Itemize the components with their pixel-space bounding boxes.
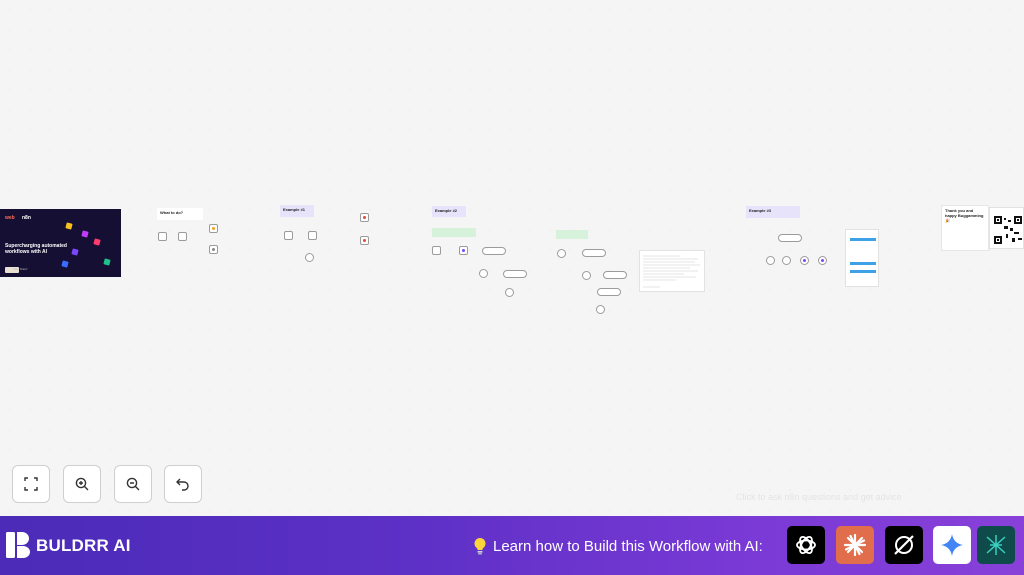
undo-icon — [176, 478, 189, 491]
gemini-sparkle-icon — [941, 534, 963, 556]
sticky-note-thanks[interactable]: Thank you and happy Buggamming 🎉 — [941, 205, 989, 251]
notes-panel[interactable] — [639, 250, 705, 292]
canvas-hint-text: Click to ask n8n questions and get advic… — [736, 492, 902, 502]
claude-button[interactable] — [836, 526, 874, 564]
workflow-node[interactable] — [360, 236, 369, 245]
title-brand-right: n8n — [22, 215, 31, 221]
workflow-node[interactable] — [158, 232, 167, 241]
perplexity-button[interactable] — [885, 526, 923, 564]
sticky-title: What to do? — [160, 210, 184, 215]
chat-preview-panel[interactable] — [845, 229, 879, 287]
learn-cta-text: Learn how to Build this Workflow with AI… — [493, 537, 763, 555]
fit-view-button[interactable] — [12, 465, 50, 503]
workflow-canvas[interactable]: web n8n Supercharging automated workflow… — [0, 0, 1024, 516]
workflow-node[interactable] — [782, 256, 791, 265]
learn-cta[interactable]: Learn how to Build this Workflow with AI… — [472, 537, 763, 555]
zoom-out-button[interactable] — [114, 465, 152, 503]
sticky-note-example-2[interactable]: Example #2 — [432, 206, 466, 217]
decor-gem — [103, 258, 111, 266]
workflow-node[interactable] — [459, 246, 468, 255]
workflow-node[interactable] — [582, 271, 591, 280]
sticky-title: Example #1 — [283, 207, 306, 212]
chat-bubble — [850, 270, 876, 273]
workflow-node[interactable] — [209, 224, 218, 233]
workflow-node[interactable] — [360, 213, 369, 222]
buldrr-logo-icon — [6, 532, 30, 558]
workflow-node[interactable] — [482, 247, 506, 255]
lightbulb-icon — [474, 537, 486, 555]
zoom-out-icon — [126, 477, 140, 491]
text-lines-icon — [643, 255, 700, 288]
maximize-icon — [24, 477, 38, 491]
sticky-title: Example #2 — [435, 208, 458, 213]
workflow-node[interactable] — [432, 246, 441, 255]
chatgpt-icon — [796, 535, 816, 555]
decor-gem — [65, 222, 73, 230]
sticky-note-green[interactable] — [432, 228, 476, 237]
workflow-node[interactable] — [503, 270, 527, 278]
zoom-in-icon — [75, 477, 89, 491]
workflow-node[interactable] — [597, 288, 621, 296]
workflow-node[interactable] — [305, 253, 314, 262]
title-card: web n8n Supercharging automated workflow… — [0, 209, 121, 277]
workflow-node[interactable] — [479, 269, 488, 278]
reset-zoom-button[interactable] — [164, 465, 202, 503]
sticky-note-what[interactable]: What to do? — [157, 208, 203, 220]
workflow-node[interactable] — [284, 231, 293, 240]
workflow-node[interactable] — [778, 234, 802, 242]
decor-gem — [61, 260, 69, 268]
workflow-node[interactable] — [505, 288, 514, 297]
sticky-note-example-1[interactable]: Example #1 — [280, 205, 314, 217]
qr-code-panel — [989, 207, 1024, 249]
workflow-node[interactable] — [818, 256, 827, 265]
decor-gem — [81, 230, 89, 238]
author-name: Max Tkacz — [13, 267, 28, 271]
workflow-node[interactable] — [308, 231, 317, 240]
manus-icon — [986, 535, 1006, 555]
perplexity-icon — [894, 535, 914, 555]
sticky-note-green[interactable] — [556, 230, 588, 239]
chat-bubble — [850, 262, 876, 265]
chat-bubble — [850, 238, 876, 241]
title-brand-left: web — [5, 215, 15, 221]
workflow-node[interactable] — [209, 245, 218, 254]
sticky-note-example-3[interactable]: Example #3 — [746, 206, 800, 218]
workflow-node[interactable] — [582, 249, 606, 257]
workflow-node[interactable] — [557, 249, 566, 258]
chatgpt-button[interactable] — [787, 526, 825, 564]
sticky-title: Example #3 — [749, 208, 772, 213]
sticky-title: Thank you and happy Buggamming 🎉 — [945, 208, 984, 223]
manus-button[interactable] — [977, 526, 1015, 564]
brand-name: BULDRR AI — [36, 536, 131, 555]
workflow-node[interactable] — [596, 305, 605, 314]
decor-gem — [93, 238, 101, 246]
workflow-node[interactable] — [766, 256, 775, 265]
workflow-node[interactable] — [603, 271, 627, 279]
claude-icon — [843, 533, 867, 557]
gemini-button[interactable] — [933, 526, 971, 564]
title-heading: Supercharging automated workflows with A… — [5, 243, 67, 255]
zoom-in-button[interactable] — [63, 465, 101, 503]
author-avatar — [5, 267, 19, 273]
workflow-node[interactable] — [800, 256, 809, 265]
workflow-node[interactable] — [178, 232, 187, 241]
qr-code-icon — [994, 216, 1022, 244]
